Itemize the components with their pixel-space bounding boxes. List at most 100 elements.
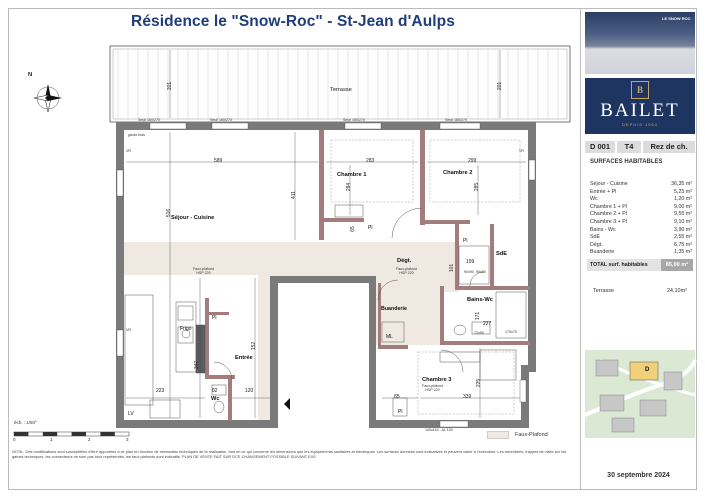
- room-degt: Dégt.: [397, 258, 412, 264]
- dim-199: 199: [466, 259, 475, 265]
- north-arrow: [33, 84, 62, 113]
- lot-ref: D 001: [585, 141, 615, 153]
- title-band: Résidence le "Snow-Roc" - St-Jean d'Aulp…: [8, 8, 578, 36]
- legend-swatch: [487, 431, 509, 439]
- dim-65-ch3: 65: [394, 394, 400, 400]
- machine-laver: ML: [386, 334, 393, 340]
- seuil-label-2: Seuil 160/270: [210, 118, 232, 122]
- box-90x90-2: 90x90: [476, 270, 486, 274]
- doors: [213, 207, 485, 381]
- lot-reference: D 001 T4 Rez de ch.: [585, 141, 695, 153]
- dim-65-ch1: 65: [349, 226, 356, 232]
- room-bains-wc: Bains-Wc: [467, 297, 493, 303]
- beds: [330, 139, 521, 415]
- lot-type: T4: [617, 141, 641, 153]
- terrace-label: Terrasse: [330, 87, 352, 93]
- seuil-label-1: Seuil 160/270: [138, 118, 160, 122]
- total-label: TOTAL surf. habitables: [587, 259, 661, 271]
- sheet-date: 30 septembre 2024: [607, 472, 670, 479]
- windows: [116, 122, 536, 428]
- seuil-label-4: Seuil 160/270: [445, 118, 467, 122]
- scale-bar: [13, 431, 130, 437]
- scale-tick: 0: [13, 437, 16, 442]
- dim-223: 223: [156, 388, 165, 394]
- dim-171: 171: [475, 311, 482, 321]
- residence-photo: [585, 12, 695, 74]
- room-chambre-1: Chambre 1: [337, 172, 367, 178]
- scale-tick: 2: [88, 437, 91, 442]
- dim-201-right: 201: [497, 81, 504, 91]
- dim-152: 152: [251, 341, 258, 351]
- room-wc: Wc: [211, 396, 220, 402]
- info-panel: [580, 8, 697, 490]
- site-minimap: [584, 350, 697, 438]
- lot-level: Rez de ch.: [643, 141, 695, 153]
- surfaces-header: SURFACES HABITABLES: [590, 159, 663, 165]
- scale-tick: 1: [50, 437, 53, 442]
- legend-label: Faux-Plafond: [515, 432, 548, 438]
- room-chambre-2: Chambre 2: [443, 170, 473, 176]
- sheet-border: [8, 8, 697, 490]
- page-title: Résidence le "Snow-Roc" - St-Jean d'Aulp…: [131, 13, 455, 30]
- dimension-lines: [126, 132, 526, 418]
- dim-589: 589: [214, 158, 223, 164]
- north-label: N: [28, 72, 33, 78]
- room-sejour-cuisine: Séjour - Cuisine: [171, 215, 215, 221]
- vr-label-2: VR: [519, 149, 524, 153]
- brand-tagline: DEPUIS 1960: [622, 122, 658, 127]
- room-entree: Entrée: [235, 355, 253, 361]
- box-170x75: 170x75: [505, 330, 517, 334]
- terrace: [109, 45, 571, 123]
- brand-mark: B: [631, 81, 649, 99]
- dim-201-left: 201: [167, 81, 174, 91]
- brand-name: BAILET: [600, 100, 680, 121]
- kitchen: [124, 294, 206, 419]
- placard-ch1: Pl: [368, 225, 373, 231]
- entry-arrow: [284, 398, 290, 410]
- room-buanderie: Buanderie: [381, 306, 407, 312]
- terrace-surface: Terrasse 24,10m²: [593, 288, 687, 294]
- dim-283: 283: [366, 158, 375, 164]
- vr-label-1: VR: [126, 149, 131, 153]
- surface-row: Dégt.6,75 m²: [590, 241, 692, 248]
- dim-299: 299: [468, 158, 477, 164]
- scale-tick: 3: [126, 437, 129, 442]
- seuil-label-3: Seuil 160/270: [343, 118, 365, 122]
- minimap-marker: D: [645, 367, 650, 373]
- box-70x50: 70x50: [474, 331, 484, 335]
- seuil-bottom: 140x115 - AL 100: [425, 428, 453, 432]
- scale-label: éch. : 1/50°: [14, 420, 37, 425]
- surfaces-total: TOTAL surf. habitables 85,00 m²: [587, 259, 693, 271]
- interior-walls: [205, 130, 530, 421]
- dim-285: 285: [474, 182, 481, 192]
- box-90x90-1: 90x90: [464, 270, 474, 274]
- room-chambre-3: Chambre 3: [422, 377, 452, 383]
- placard-degt: Pl: [463, 238, 468, 244]
- dim-120: 120: [245, 388, 254, 394]
- lave-vaisselle: LV: [128, 411, 134, 417]
- dim-225: 225: [476, 378, 483, 388]
- room-sde: SdE: [496, 251, 508, 257]
- dim-347: 347: [194, 360, 201, 370]
- brand-logo: B BAILET DEPUIS 1960: [585, 78, 695, 134]
- dim-339: 339: [463, 394, 472, 400]
- legal-note: NOTA : Des modifications sont susceptibl…: [12, 449, 567, 459]
- dim-82: 82: [212, 388, 218, 394]
- dim-284: 284: [346, 182, 353, 192]
- terrace-surface-label: Terrasse: [593, 288, 615, 294]
- dim-227: 227: [483, 321, 492, 327]
